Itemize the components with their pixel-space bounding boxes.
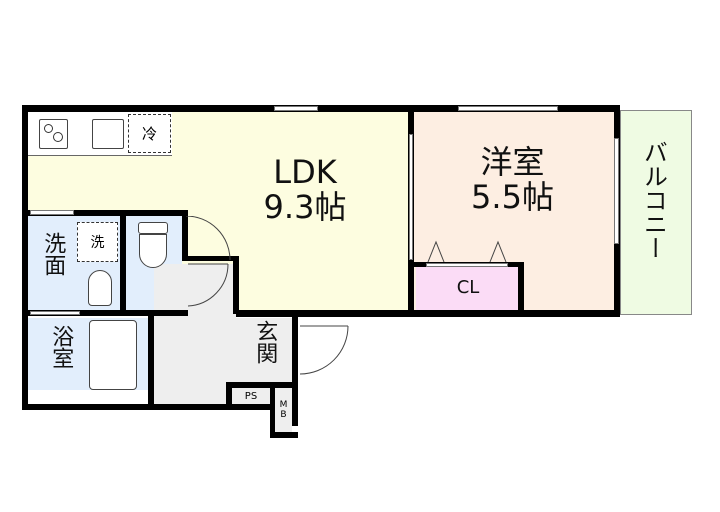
stove-icon [39,119,68,149]
wall-bottom-hall [148,404,276,410]
washer-space: 洗 [77,222,118,262]
wall-top-left [22,105,416,112]
sliding-door-ldk-western [409,134,413,260]
wash-entry [30,210,74,215]
western-size: 5.5帖 [471,178,554,217]
wall-wash-top [28,210,188,216]
bath-floor [28,390,148,404]
door-swing-toilet [186,216,231,261]
wall-wash-bottom [28,310,188,316]
western-name: 洋室 [480,143,545,181]
bath-entry [30,311,80,315]
wall-ps-left [226,382,232,410]
wash-basin-icon [88,270,112,306]
mb-box: MB [275,388,292,432]
wall-hall-right [233,256,239,314]
bathtub-icon [89,320,137,390]
ldk-name: LDK [273,153,337,191]
window-western-balcony [614,138,619,244]
western-label: 洋室 5.5帖 [450,143,575,217]
mb-label: MB [278,400,289,420]
washroom-label: 洗面 [40,232,66,276]
window-ldk-top [274,106,318,111]
entrance [236,318,294,384]
closet-marks [427,240,507,263]
wall-hall-top [182,256,239,261]
wall-ps-box [226,382,298,388]
wall-toilet-right [182,210,188,260]
ldk-label: LDK 9.3帖 [240,153,370,227]
balcony [620,110,692,315]
window-western-top [458,106,558,111]
wall-left [22,105,28,410]
fridge-space: 冷 [128,114,171,153]
cl-door [426,263,508,267]
fridge-label: 冷 [141,125,157,143]
closet [416,266,520,310]
wall-bath-right [148,314,154,410]
closet-label: CL [456,277,480,298]
entrance-label: 玄関 [252,320,278,364]
sink-icon [92,119,124,149]
wall-cl-right [518,262,524,314]
toilet-icon [138,222,168,268]
ps-box: PS [232,388,270,404]
door-swing-hall [187,263,229,307]
hallway [154,264,236,404]
wall-entrance-right [292,316,298,426]
wall-mb-left [270,386,275,438]
wall-mb-bottom [270,432,298,438]
balcony-label: バルコニー [639,140,668,260]
wall-bottom-ldk [236,310,620,317]
bath-label: 浴室 [48,325,74,369]
washer-label: 洗 [90,235,105,251]
wall-bottom-bath [22,404,154,410]
door-swing-entrance [299,325,349,375]
ps-label: PS [244,390,258,402]
wall-wash-toilet [120,210,126,314]
ldk-size: 9.3帖 [263,188,347,227]
